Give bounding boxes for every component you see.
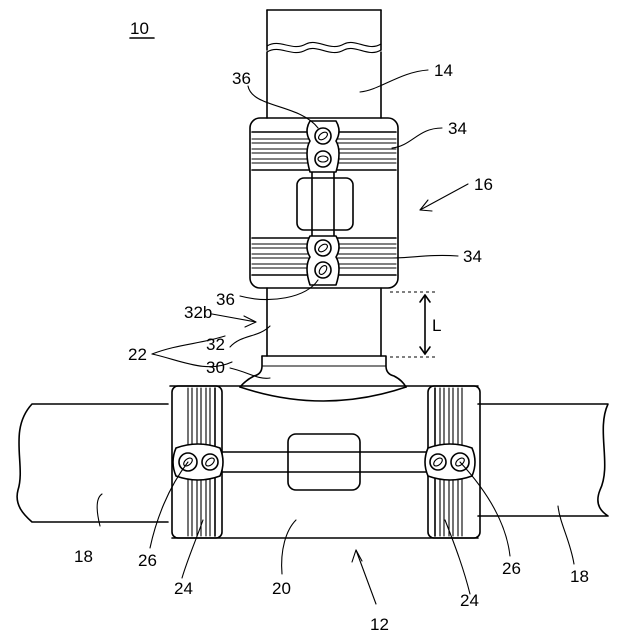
label-bolt-right: 26 — [502, 559, 521, 578]
label-bolt-top: 36 — [232, 69, 251, 88]
saddle-assembly — [250, 118, 398, 288]
left-bolt-block — [173, 444, 223, 480]
inspection-window — [297, 178, 353, 230]
branch-pipe — [240, 288, 406, 401]
label-branch-group: 22 — [128, 345, 147, 364]
tee-body — [170, 386, 480, 538]
label-branch-base: 30 — [206, 358, 225, 377]
right-bolt-block — [425, 444, 475, 480]
upper-bolt-block — [307, 121, 339, 172]
tee-window — [288, 434, 360, 490]
label-length: L — [432, 316, 441, 335]
label-saddle-assembly: 16 — [474, 175, 493, 194]
lower-bolt-block — [307, 236, 339, 285]
label-assembly: 12 — [370, 615, 389, 634]
label-band-bottom: 34 — [463, 247, 482, 266]
label-main-pipe-left: 18 — [74, 547, 93, 566]
main-pipe-left — [17, 404, 168, 522]
label-band-top: 34 — [448, 119, 467, 138]
label-branch-pipe: 32 — [206, 335, 225, 354]
label-band-left: 24 — [174, 579, 193, 598]
label-band-right: 24 — [460, 591, 479, 610]
label-branch-end: 32b — [184, 303, 212, 322]
label-bolt-bottom: 36 — [216, 290, 235, 309]
upper-pipe — [267, 10, 381, 118]
figure-number: 10 — [130, 19, 149, 38]
dimension-L — [390, 292, 436, 357]
label-tee-body: 20 — [272, 579, 291, 598]
label-main-pipe-right: 18 — [570, 567, 589, 586]
main-pipe-right — [478, 404, 608, 516]
label-upper-pipe: 14 — [434, 61, 453, 80]
label-bolt-left: 26 — [138, 551, 157, 570]
